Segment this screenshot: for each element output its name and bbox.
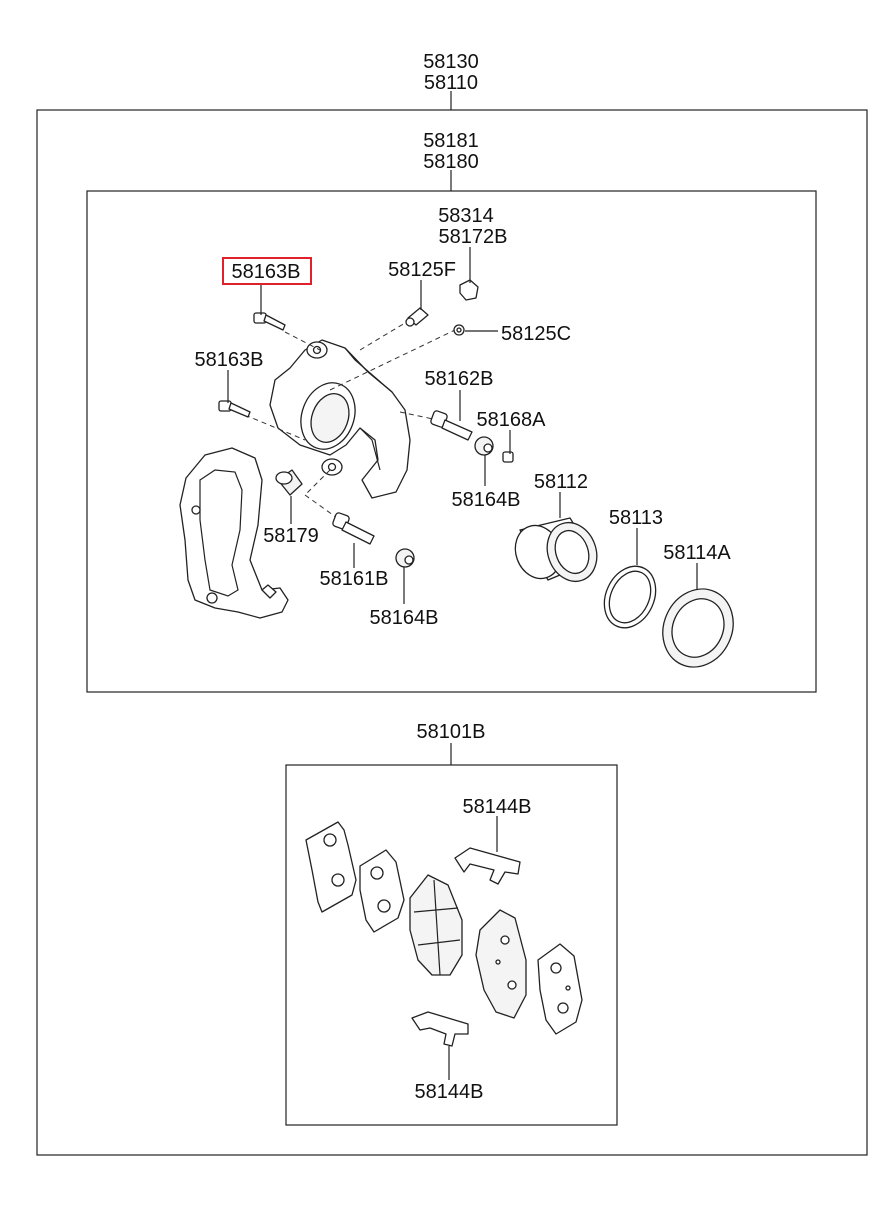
outer-assembly-frame xyxy=(36,109,868,1156)
label-58114A[interactable]: 58114A xyxy=(663,542,731,564)
pin-58161B-drawing xyxy=(332,512,375,545)
caliper-body-drawing xyxy=(269,339,411,499)
label-58163B-highlighted[interactable]: 58163B xyxy=(232,261,301,283)
label-58144B-upper[interactable]: 58144B xyxy=(463,796,532,818)
pin-58162B-drawing xyxy=(430,410,473,441)
bushing-58164B-lower-drawing xyxy=(395,548,415,568)
label-58130[interactable]: 58130 xyxy=(423,51,479,73)
pad-clip-upper-drawing xyxy=(454,847,521,885)
label-58113[interactable]: 58113 xyxy=(609,507,663,529)
label-58110[interactable]: 58110 xyxy=(424,72,478,94)
label-58163B[interactable]: 58163B xyxy=(195,349,264,371)
label-58164B-lower[interactable]: 58164B xyxy=(370,607,439,629)
label-58168A[interactable]: 58168A xyxy=(477,409,547,431)
cap-58125C-drawing xyxy=(453,324,465,336)
label-58101B[interactable]: 58101B xyxy=(417,721,486,743)
caliper-leader-lines xyxy=(227,247,698,604)
label-58164B-upper[interactable]: 58164B xyxy=(452,489,521,511)
label-58172B[interactable]: 58172B xyxy=(439,226,508,248)
caliper-bracket-drawing xyxy=(179,447,289,619)
pad-shim-right-drawing xyxy=(537,943,583,1035)
label-58144B-lower[interactable]: 58144B xyxy=(415,1081,484,1103)
pad-clip-lower-drawing xyxy=(411,1011,469,1047)
pad-shim-outer-left-drawing xyxy=(305,821,357,913)
bushing-58164B-upper-drawing xyxy=(474,436,494,456)
highlight-box-58163B xyxy=(222,257,312,285)
boot-58168A-drawing xyxy=(502,451,514,463)
brake-pad-left-drawing xyxy=(409,874,463,976)
label-58179[interactable]: 58179 xyxy=(263,525,319,547)
bolt-58163B-side-drawing xyxy=(218,400,251,418)
plug-58125F-drawing xyxy=(405,307,429,327)
label-58112[interactable]: 58112 xyxy=(534,471,588,493)
boot-58114A-drawing xyxy=(662,588,734,668)
sleeve-58179-drawing xyxy=(275,469,303,496)
seal-58113-drawing xyxy=(603,565,657,629)
label-58161B[interactable]: 58161B xyxy=(320,568,389,590)
pad-shim-inner-left-drawing xyxy=(359,849,405,933)
label-58125F[interactable]: 58125F xyxy=(388,259,456,281)
label-58181[interactable]: 58181 xyxy=(423,130,479,152)
label-58162B[interactable]: 58162B xyxy=(425,368,494,390)
bolt-58163B-top-drawing xyxy=(253,312,286,331)
label-58314[interactable]: 58314 xyxy=(438,205,494,227)
bleeder-58314-drawing xyxy=(459,279,479,301)
assembly-guide-lines xyxy=(244,319,456,521)
brake-pad-right-drawing xyxy=(475,909,527,1019)
label-58125C[interactable]: 58125C xyxy=(501,323,571,345)
label-58180[interactable]: 58180 xyxy=(423,151,479,173)
piston-58112-drawing xyxy=(514,517,598,583)
